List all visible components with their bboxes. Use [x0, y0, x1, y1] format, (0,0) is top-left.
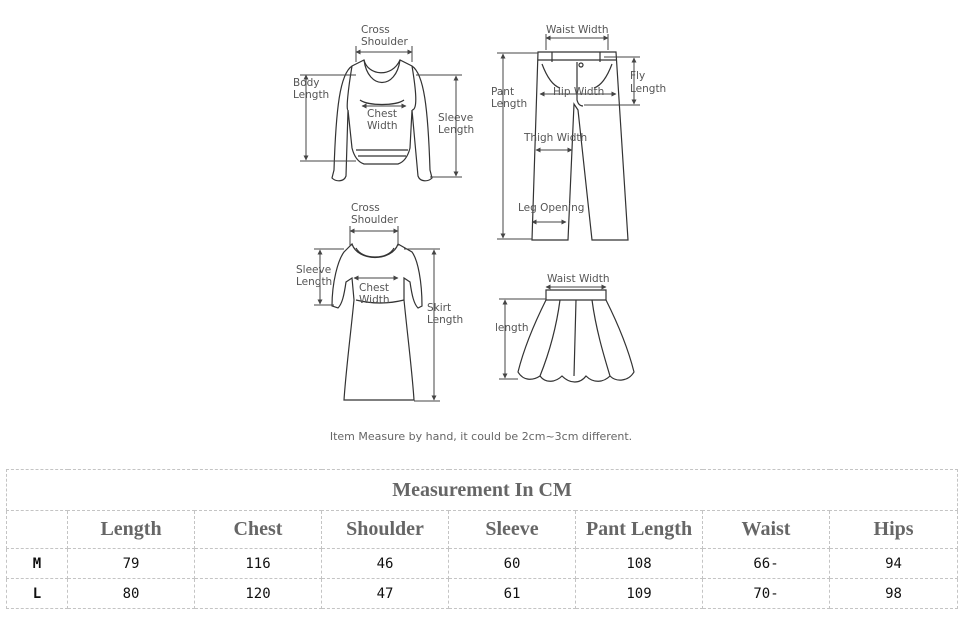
svg-text:Pant: Pant [491, 86, 514, 98]
size-label: M [6, 548, 68, 579]
header-chest: Chest [194, 510, 322, 549]
table-cell: 94 [828, 548, 959, 579]
table-cell: 108 [575, 548, 703, 579]
svg-text:Cross: Cross [351, 202, 380, 214]
measurement-diagrams: Cross Shoulder Body Length Chest Width S… [293, 24, 666, 402]
table-cell: 46 [321, 548, 449, 579]
svg-text:Shoulder: Shoulder [361, 36, 408, 48]
svg-text:Length: Length [293, 89, 329, 101]
svg-text:Length: Length [427, 314, 463, 326]
dress-outline [331, 242, 423, 401]
skirt-measure-lines [499, 284, 607, 380]
pants-outline [531, 51, 629, 241]
table-cell: 98 [828, 578, 959, 609]
table-cell: 61 [448, 578, 576, 609]
svg-text:Cross: Cross [361, 24, 390, 36]
table-row: L 80 120 47 61 109 70- 98 [6, 578, 959, 609]
svg-text:Width: Width [359, 294, 390, 306]
svg-text:Skirt: Skirt [427, 302, 451, 314]
sweater-outline [331, 59, 433, 182]
pants-pockets [541, 63, 613, 89]
table-cell: 47 [321, 578, 449, 609]
table-cell: 120 [194, 578, 322, 609]
table-cell: 80 [67, 578, 195, 609]
skirt-waistband [545, 289, 607, 301]
dress-labels: Cross Shoulder Sleeve Length Chest Width… [296, 202, 463, 326]
header-sleeve: Sleeve [448, 510, 576, 549]
svg-text:Waist Width: Waist Width [546, 24, 609, 36]
sweater-neckline [359, 99, 405, 106]
svg-text:Waist Width: Waist Width [547, 273, 610, 285]
header-waist: Waist [702, 510, 830, 549]
top-measure-lines [300, 46, 462, 178]
table-caption-row: Measurement In CM [5, 469, 959, 511]
table-cell: 60 [448, 548, 576, 579]
dress-diagram [331, 242, 423, 401]
svg-text:Leg Opening: Leg Opening [518, 202, 584, 214]
svg-text:Hip Width: Hip Width [553, 86, 604, 98]
svg-text:Thigh Width: Thigh Width [523, 132, 587, 144]
dress-measure-lines [314, 226, 440, 402]
size-label: L [6, 578, 68, 609]
sweater-hem-rib [356, 149, 408, 157]
svg-text:Length: Length [491, 98, 527, 110]
sweater-collar [363, 59, 401, 84]
table-title: Measurement In CM [5, 469, 959, 511]
top-labels: Cross Shoulder Body Length Chest Width S… [293, 24, 474, 136]
top-diagram [331, 59, 433, 182]
svg-text:Body: Body [293, 77, 320, 89]
table-cell: 116 [194, 548, 322, 579]
pants-belt-loops [551, 52, 601, 62]
svg-text:Length: Length [296, 276, 332, 288]
svg-text:Width: Width [367, 120, 398, 132]
svg-text:Length: Length [630, 83, 666, 95]
skirt-labels: Waist Width length [495, 273, 610, 334]
dress-waist [355, 299, 405, 304]
header-shoulder: Shoulder [321, 510, 449, 549]
svg-text:Shoulder: Shoulder [351, 214, 398, 226]
svg-text:Length: Length [438, 124, 474, 136]
table-row: M 79 116 46 60 108 66- 94 [6, 548, 959, 579]
skirt-folds [539, 299, 611, 377]
table-cell: 66- [702, 548, 830, 579]
svg-text:Fly: Fly [630, 70, 645, 82]
table-cell: 109 [575, 578, 703, 609]
sweater-sleeve-seam [346, 65, 417, 111]
table-cell: 79 [67, 548, 195, 579]
svg-text:Chest: Chest [367, 108, 397, 120]
table-header-row: Length Chest Shoulder Sleeve Pant Length… [6, 510, 959, 549]
dress-neckline [355, 247, 395, 258]
header-length: Length [67, 510, 195, 549]
svg-text:Chest: Chest [359, 282, 389, 294]
pants-fly [576, 62, 584, 107]
measurement-note: Item Measure by hand, it could be 2cm~3c… [329, 430, 633, 443]
svg-text:Sleeve: Sleeve [296, 264, 331, 276]
pants-labels: Waist Width Pant Length Hip Width Fly Le… [491, 24, 666, 214]
header-empty [6, 510, 68, 549]
pants-measure-lines [497, 34, 640, 240]
size-table: Measurement In CM Length Chest Shoulder … [5, 469, 959, 609]
svg-text:length: length [495, 322, 528, 334]
svg-text:Sleeve: Sleeve [438, 112, 473, 124]
skirt-body [517, 299, 635, 383]
header-hips: Hips [828, 510, 959, 549]
table-cell: 70- [702, 578, 830, 609]
header-pant-length: Pant Length [575, 510, 703, 549]
skirt-diagram [517, 289, 635, 383]
pants-diagram [531, 51, 629, 241]
